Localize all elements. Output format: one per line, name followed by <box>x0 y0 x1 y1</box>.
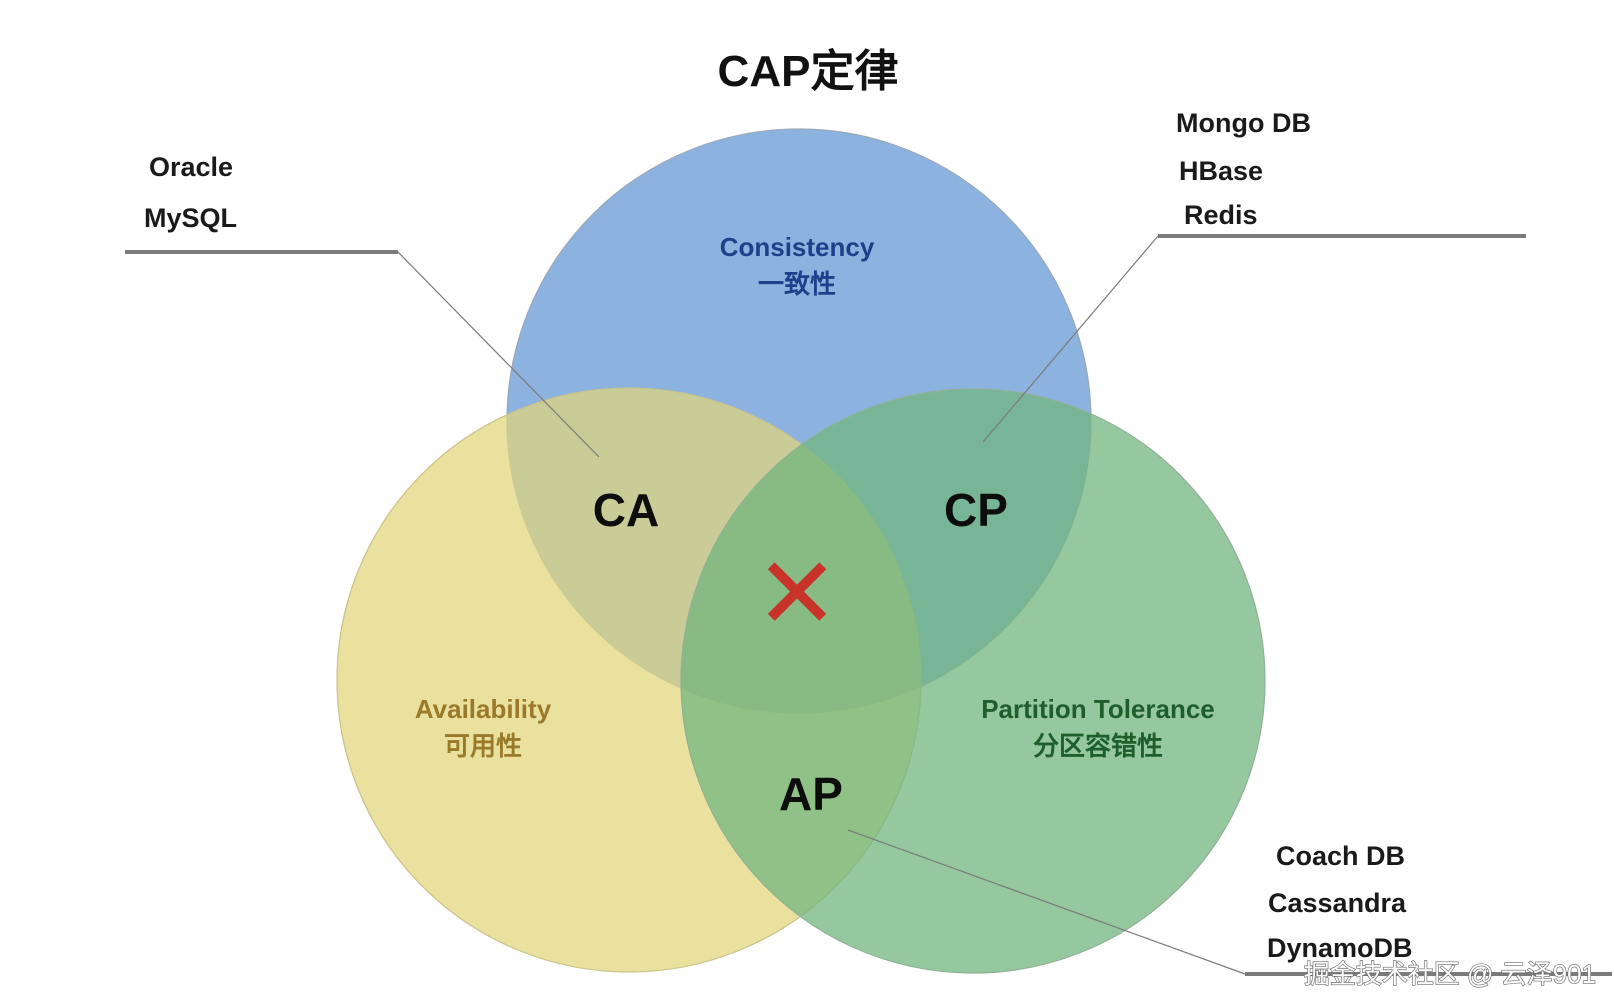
availability-name-cn: 可用性 <box>444 731 522 761</box>
watermark: 掘金技术社区 @ 云泽901 <box>1304 959 1596 989</box>
ap-zone-label: AP <box>779 768 843 820</box>
consistency-name-en: Consistency <box>720 232 875 262</box>
diagram-title: CAP定律 <box>718 47 899 96</box>
ap-system-item: Cassandra <box>1268 888 1407 918</box>
center-cross-icon: ✕ <box>755 538 839 650</box>
partition-name-en: Partition Tolerance <box>981 694 1215 724</box>
venn-circles <box>336 128 1266 974</box>
leader-lines <box>125 234 1612 976</box>
ca-system-item: MySQL <box>144 203 237 233</box>
partition-tolerance-circle <box>680 388 1266 974</box>
partition-name-cn: 分区容错性 <box>1033 731 1163 761</box>
ca-pointer-line <box>397 251 600 458</box>
availability-name-en: Availability <box>415 694 552 724</box>
consistency-name-cn: 一致性 <box>758 269 836 299</box>
ap-system-item: Coach DB <box>1276 841 1405 871</box>
cp-system-item: Redis <box>1184 200 1258 230</box>
cp-pointer-line <box>982 235 1159 443</box>
cp-system-item: Mongo DB <box>1176 108 1311 138</box>
cp-zone-label: CP <box>944 484 1008 536</box>
ca-systems-list: Oracle MySQL <box>144 152 237 233</box>
ca-system-item: Oracle <box>149 152 233 182</box>
ap-system-item: DynamoDB <box>1267 933 1413 963</box>
ca-zone-label: CA <box>593 484 659 536</box>
cp-systems-list: Mongo DB HBase Redis <box>1176 108 1311 230</box>
ap-pointer-line <box>847 829 1246 975</box>
cp-system-item: HBase <box>1179 156 1263 186</box>
ap-systems-list: Coach DB Cassandra DynamoDB <box>1267 841 1413 963</box>
